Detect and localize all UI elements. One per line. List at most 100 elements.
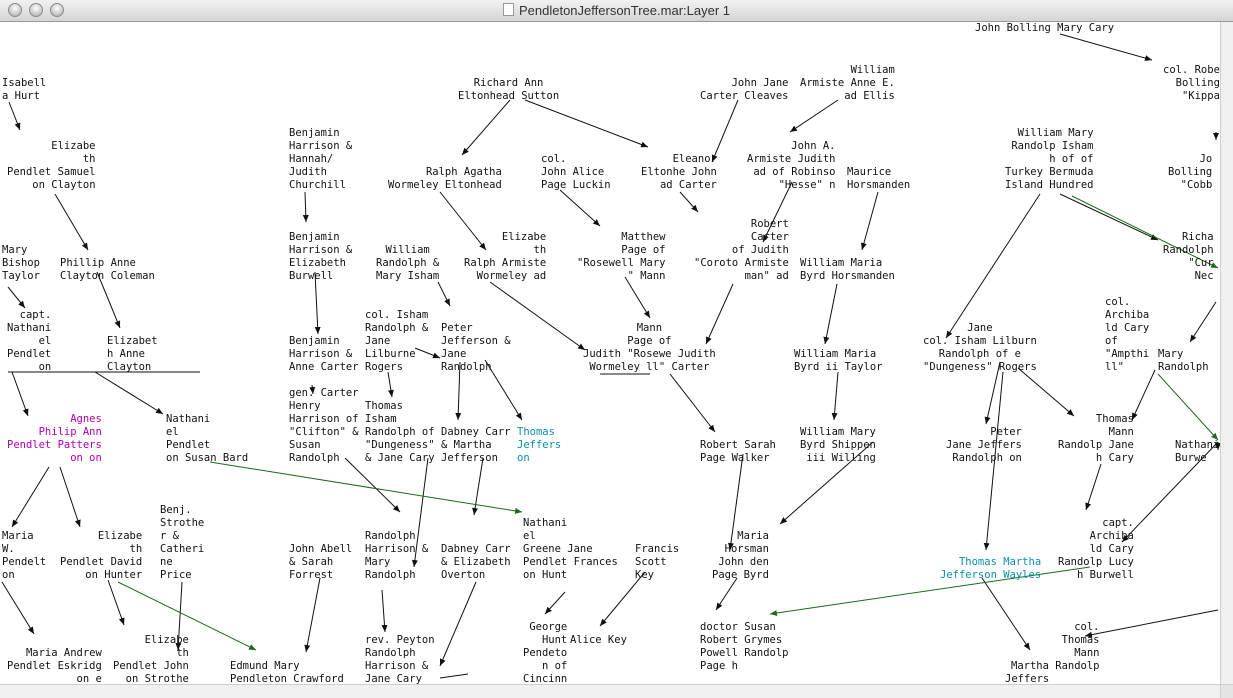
node-line: Thomas <box>1095 413 1134 425</box>
node-line: col. <box>1074 621 1100 633</box>
title-bar[interactable]: PendletonJeffersonTree.mar:Layer 1 <box>0 0 1233 22</box>
node-alice-key[interactable]: Alice Key <box>570 634 627 647</box>
node-line: col. Robe <box>1163 64 1220 76</box>
node-line: Key <box>635 569 654 581</box>
node-john-bolling-mary-cary[interactable]: John Bolling Mary Cary <box>975 22 1114 35</box>
connector-line <box>11 371 29 417</box>
close-button[interactable] <box>8 3 22 17</box>
connector-line <box>779 441 874 525</box>
vertical-scrollbar[interactable] <box>1220 22 1233 684</box>
node-line: Mary <box>1158 348 1184 360</box>
connector-line <box>1085 463 1102 511</box>
node-line: Elizabet <box>107 335 158 347</box>
node-line: Eleanor <box>672 153 717 165</box>
node-line: on Clayton <box>32 179 96 191</box>
node-line: of Judith <box>731 244 789 256</box>
node-line: Benjamin <box>289 335 340 347</box>
zoom-button[interactable] <box>50 3 64 17</box>
node-line: Pendeto <box>523 647 568 659</box>
connector-line <box>54 193 89 251</box>
node-line: Randolph & <box>365 322 429 334</box>
node-martha-jefferson[interactable]: Jeffers <box>1005 673 1049 684</box>
node-line: Bolling <box>1168 166 1213 178</box>
node-line: Edmund Mary <box>230 660 300 672</box>
node-line: col. Isham Lilburn <box>923 335 1037 347</box>
connector-line <box>984 361 1001 425</box>
node-line: Burwell <box>289 270 334 282</box>
minimize-button[interactable] <box>29 3 43 17</box>
connector-line <box>831 371 839 421</box>
node-line: Mary <box>2 244 28 256</box>
horizontal-scrollbar[interactable] <box>0 684 1220 698</box>
node-line: Randolph & <box>376 257 440 269</box>
node-line: William <box>385 244 430 256</box>
resize-grip[interactable] <box>1220 684 1233 698</box>
node-line: Archiba <box>1105 309 1150 321</box>
node-line: Powell Randolp <box>700 647 789 659</box>
